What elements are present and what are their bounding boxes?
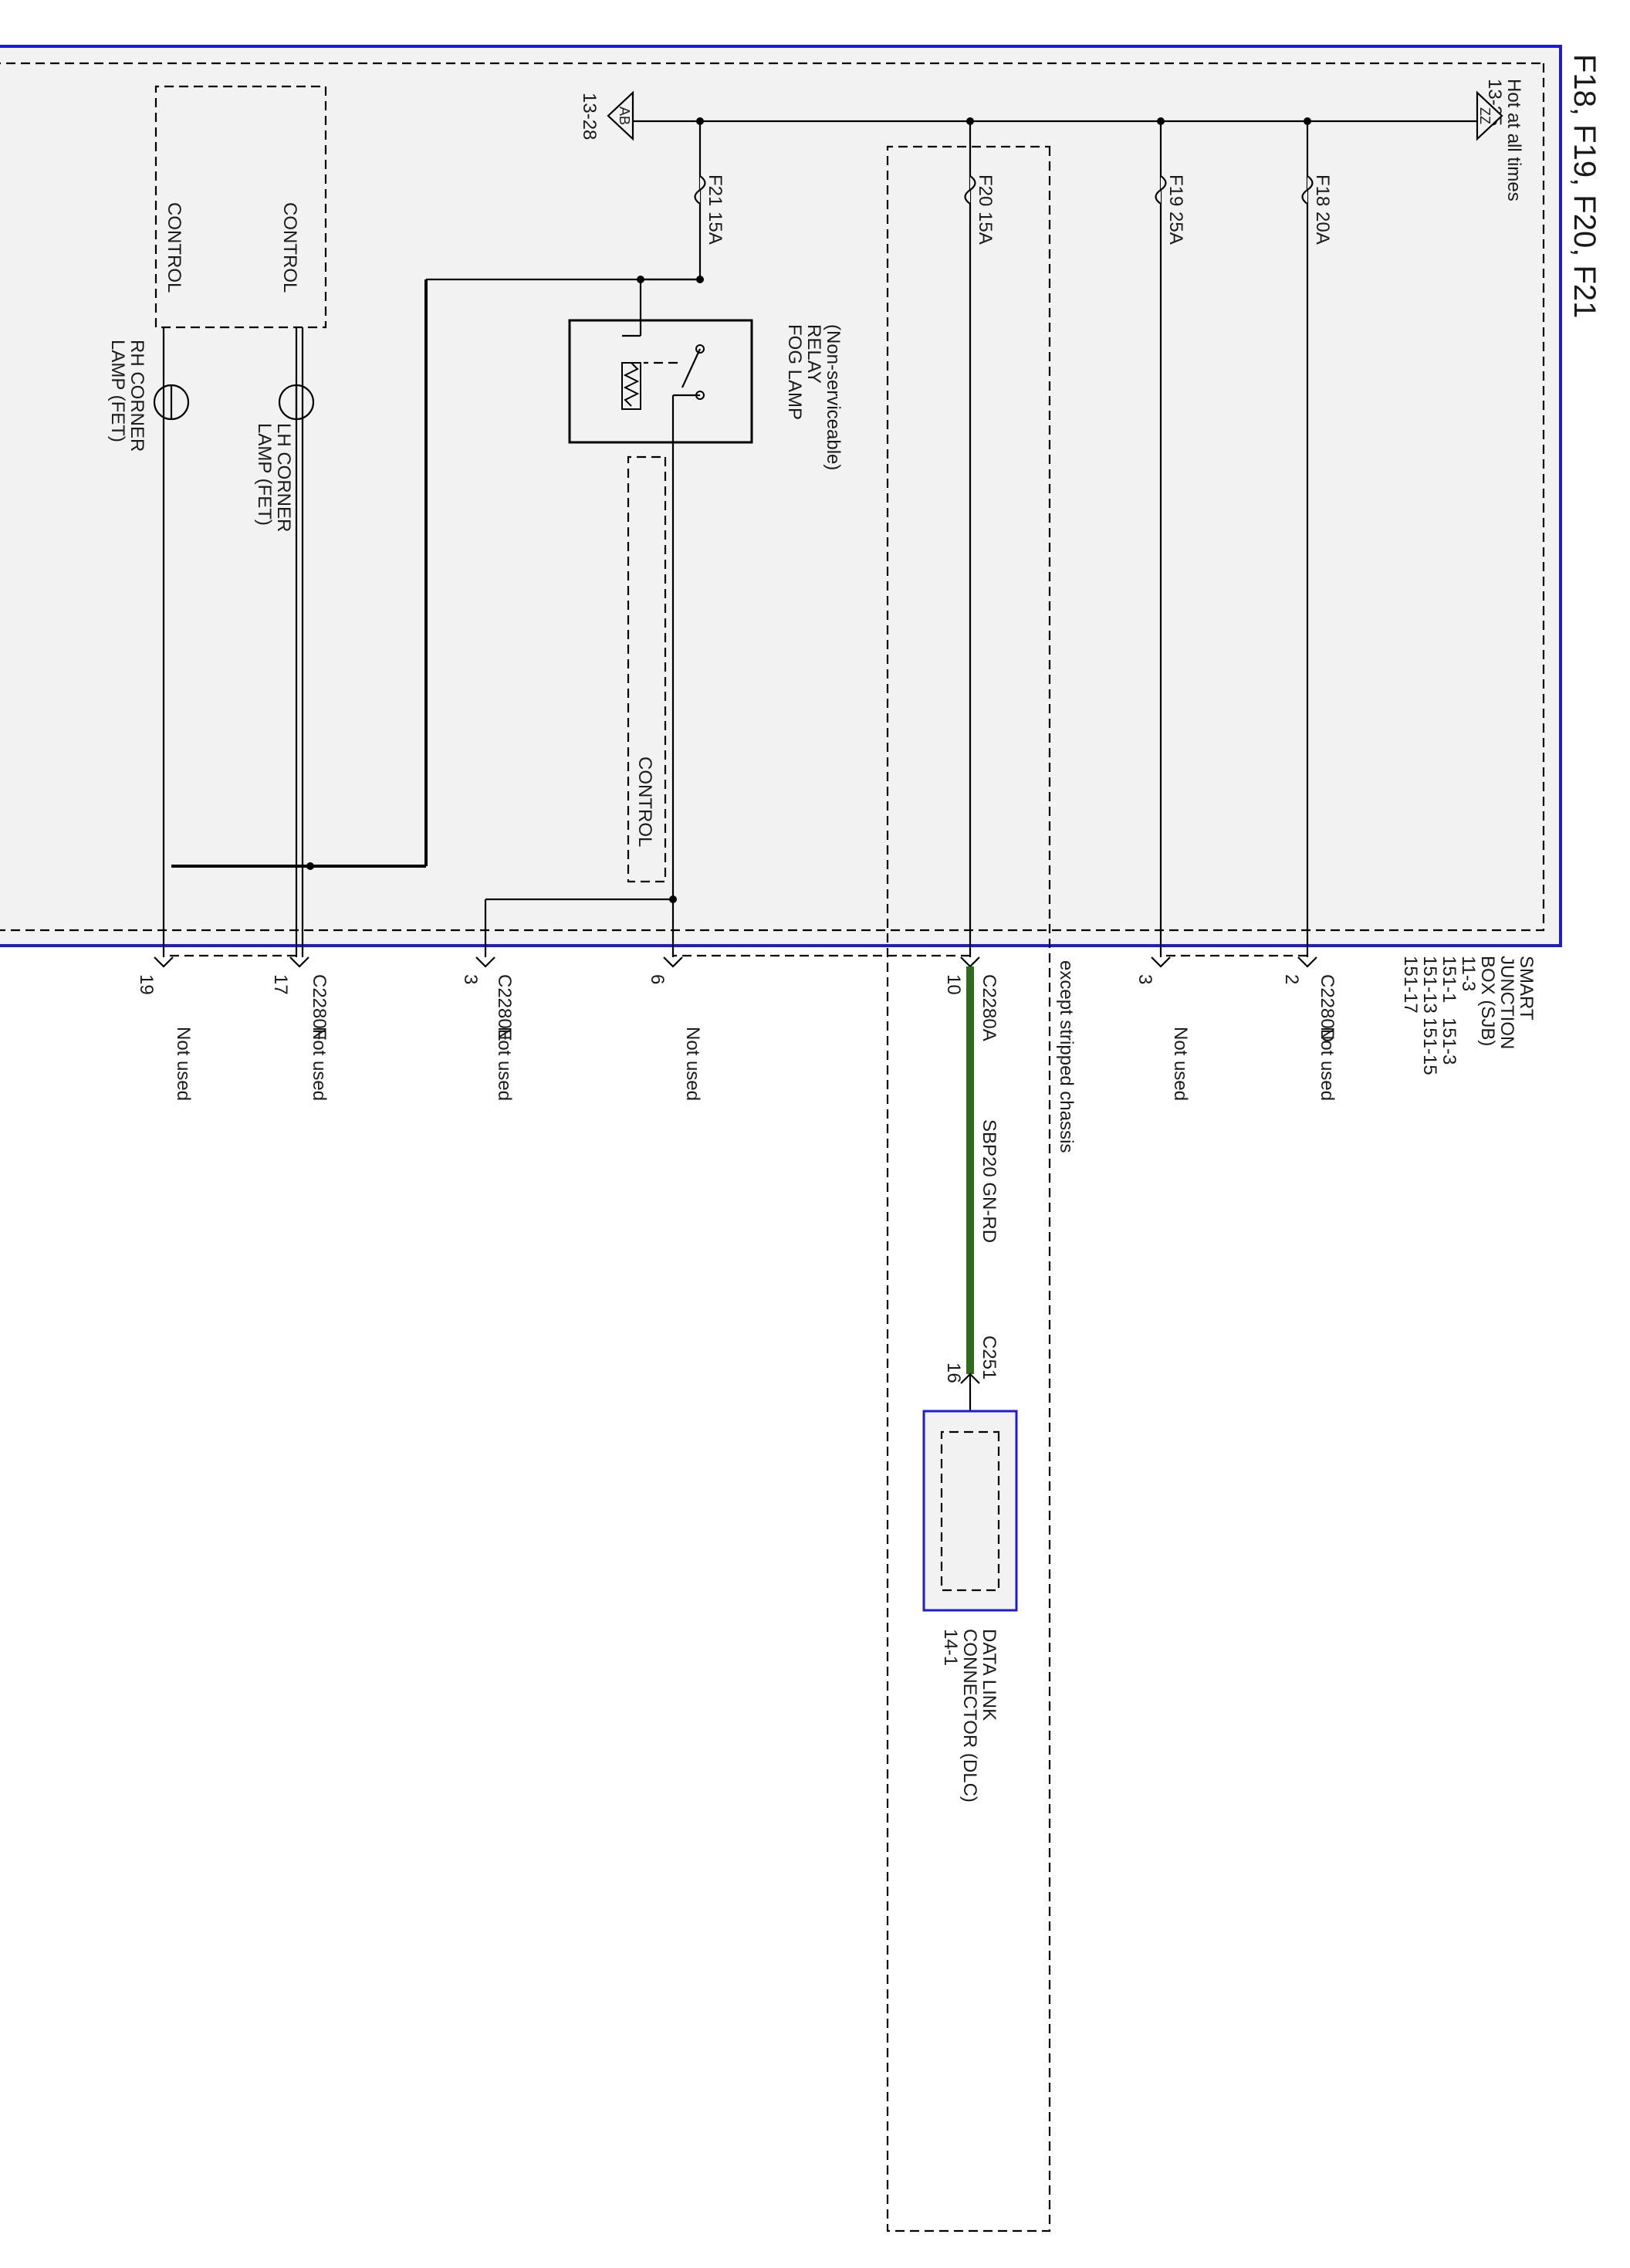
dlc-inner-dash xyxy=(940,1430,1000,1592)
relay-control-box xyxy=(627,455,667,883)
fog-lamp-relay-box xyxy=(568,319,753,444)
fuse-f21-label: F21 15A xyxy=(705,174,725,245)
rh-lamp-control-label: CONTROL xyxy=(164,202,184,293)
connector-pins xyxy=(154,956,1317,968)
bus-out-symbol: AB xyxy=(617,107,632,125)
not-used-pin-19: Not used xyxy=(173,1027,194,1101)
pin-c2280d-3-arrow xyxy=(1151,956,1171,968)
fog-lamp-relay-label: FOG LAMP RELAY (Non-serviceable) xyxy=(784,324,844,470)
pin-c2280d-2-arrow xyxy=(1297,956,1317,968)
sjb-label: SMART JUNCTION BOX (SJB) 11-3 xyxy=(1458,956,1537,1054)
node-lamp-lh xyxy=(306,862,314,870)
diagram-title: F18, F19, F20, F21 xyxy=(1567,54,1601,318)
rh-corner-lamp-label: RH CORNER LAMP (FET) xyxy=(107,340,147,457)
except-stripped-chassis-note: except stripped chassis xyxy=(1056,960,1077,1153)
lamp-control-box xyxy=(154,85,327,329)
pin-number-2: 2 xyxy=(1281,974,1302,984)
lh-corner-lamp-label: LH CORNER LAMP (FET) xyxy=(254,423,294,537)
pin-19-arrow xyxy=(154,956,174,968)
pin-number-10: 10 xyxy=(943,974,964,995)
pin-number-16: 16 xyxy=(943,1362,964,1383)
fuse-f19-label: F19 25A xyxy=(1165,174,1186,245)
pin-number-17: 17 xyxy=(270,974,291,995)
fuse-f20-symbol xyxy=(964,175,976,205)
not-used-pin-2: Not used xyxy=(1317,1027,1337,1101)
dlc-box xyxy=(922,1410,1018,1612)
fuse-f19-symbol xyxy=(1155,175,1167,205)
pin-number-3a: 3 xyxy=(1135,974,1155,984)
connector-c2280e: C2280E xyxy=(494,974,515,1041)
not-used-pin-3b: Not used xyxy=(494,1027,515,1101)
sjb-module-box xyxy=(0,45,1562,947)
relay-switch-arm xyxy=(681,348,701,388)
bus-out-triangle xyxy=(607,90,634,141)
fuse-f18-symbol xyxy=(1301,175,1314,205)
sjb-module-inner-dash xyxy=(0,62,1545,932)
pin-c2280f-17-arrow xyxy=(289,956,309,968)
not-used-pin-17: Not used xyxy=(309,1027,330,1101)
pin-number-3b: 3 xyxy=(460,974,481,984)
dlc-label: DATA LINK CONNECTOR (DLC) 14-1 xyxy=(940,1629,999,1808)
not-used-pin-6: Not used xyxy=(682,1027,703,1101)
hot-at-all-times-label: Hot at all times 13-25 xyxy=(1484,79,1524,206)
pin-number-19: 19 xyxy=(136,974,157,995)
connector-c2280d: C2280D xyxy=(1317,974,1337,1042)
pin-c2280a-10-arrow xyxy=(960,956,980,968)
except-stripped-chassis-box xyxy=(886,145,1051,2232)
pin-number-6: 6 xyxy=(647,974,668,984)
hot-source-triangle xyxy=(1476,90,1503,141)
bus-out-ref: 13-28 xyxy=(579,93,600,140)
fuse-f18-label: F18 20A xyxy=(1312,174,1333,245)
lh-lamp-control-label: CONTROL xyxy=(279,202,300,293)
not-used-pin-3a: Not used xyxy=(1170,1027,1191,1101)
relay-control-label: CONTROL xyxy=(634,757,655,847)
fuse-f20-label: F20 15A xyxy=(975,174,996,245)
connector-c2280f: C2280F xyxy=(309,974,330,1040)
connector-c251: C251 xyxy=(979,1335,999,1379)
connector-c2280a: C2280A xyxy=(979,974,999,1041)
pin-c2280e-3-arrow xyxy=(475,956,495,968)
circuit-sbp20-label: SBP20 GN-RD xyxy=(979,1119,999,1243)
fuse-f21-symbol xyxy=(694,175,706,205)
pin-6-arrow xyxy=(663,956,683,968)
relay-coil-icon xyxy=(623,362,640,407)
sjb-refs: 151-1 151-3 151-13 151-15 151-17 xyxy=(1400,956,1459,1080)
hot-source-symbol: ZZ xyxy=(1477,107,1493,124)
